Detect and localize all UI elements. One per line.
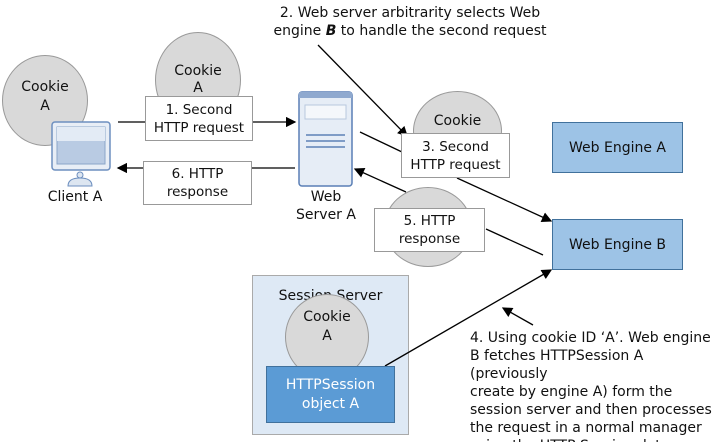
- session-cookie-label: Cookie A: [303, 309, 351, 344]
- session-cookie: Cookie A: [285, 294, 369, 380]
- step3-text: 3. Second HTTP request: [410, 138, 501, 173]
- step2-line2-pre: engine: [273, 23, 326, 39]
- step5-text: 5. HTTP response: [398, 213, 461, 247]
- line-engineb-to-box5: [485, 228, 544, 256]
- web-server-icon: [298, 91, 353, 187]
- request-cookie-label: Cookie A: [174, 63, 222, 96]
- line-server-to-box3: [359, 131, 403, 153]
- web-engine-b: Web Engine B: [552, 219, 683, 270]
- step4-note: 4. Using cookie ID ‘A’. Web engine B fet…: [470, 330, 712, 442]
- arrow-note-2: [317, 44, 408, 137]
- arrow-request-3: [456, 177, 553, 222]
- httpsession-object-label: HTTPSession object A: [285, 376, 376, 412]
- step2-line1: 2. Web server arbitrarity selects Web: [279, 5, 541, 21]
- arrow-note-4: [501, 307, 534, 326]
- server-label: Web Server A: [296, 189, 356, 223]
- step2-line2: engine B to handle the second request: [270, 22, 550, 40]
- step3-request-label: 3. Second HTTP request: [401, 133, 510, 178]
- step1-request-label: 1. Second HTTP request: [145, 96, 253, 141]
- engine-request-cookie-label: Cookie: [433, 113, 482, 129]
- arrow-session-fetch: [384, 269, 553, 367]
- arrow-response-5: [353, 168, 407, 193]
- step1-text: 1. Second HTTP request: [153, 101, 245, 136]
- step5-response-label: 5. HTTP response: [374, 208, 485, 252]
- step6-text: 6. HTTP response: [166, 166, 229, 200]
- client-label: Client A: [47, 189, 103, 205]
- step6-response-label: 6. HTTP response: [143, 161, 252, 205]
- web-engine-a: Web Engine A: [552, 122, 683, 173]
- step2-engine-b: B: [325, 23, 337, 39]
- client-cookie-label: Cookie A: [21, 79, 69, 114]
- step2-note: 2. Web server arbitrarity selects Web en…: [270, 4, 550, 40]
- httpsession-object: HTTPSession object A: [266, 366, 395, 423]
- step2-line2-post: to handle the second request: [336, 23, 547, 39]
- client-computer-icon: [51, 121, 111, 187]
